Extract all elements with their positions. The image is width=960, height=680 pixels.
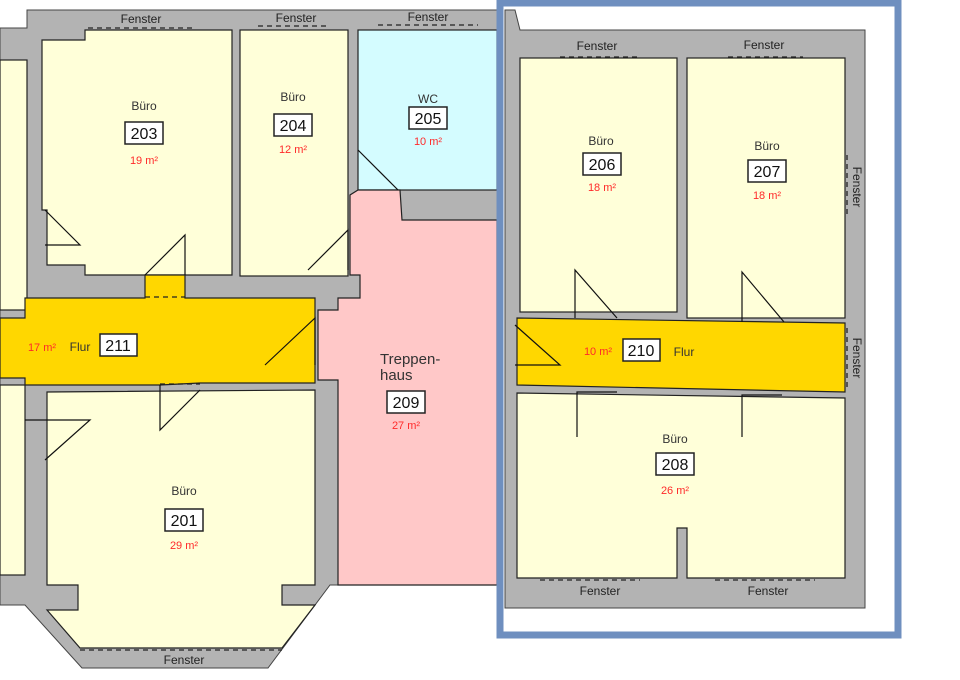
room-number-box bbox=[655, 452, 695, 476]
window-label: Fenster bbox=[408, 10, 449, 24]
label-207: Büro 207 18 m² bbox=[747, 139, 787, 202]
room-204[interactable] bbox=[239, 29, 349, 277]
room-type: Büro bbox=[171, 484, 197, 498]
room-area: 10 m² bbox=[414, 136, 442, 148]
room-type: haus bbox=[380, 367, 413, 384]
room-number-box bbox=[99, 333, 138, 357]
room-area: 27 m² bbox=[392, 420, 420, 432]
label-208: Büro 208 26 m² bbox=[655, 432, 695, 497]
room-number-box bbox=[408, 106, 448, 130]
label-210: 10 m² 210 Flur bbox=[584, 338, 695, 362]
room-area: 19 m² bbox=[130, 155, 158, 167]
room-number: 206 bbox=[589, 157, 616, 174]
room-number-box bbox=[124, 121, 164, 145]
room-type: Büro bbox=[588, 134, 614, 148]
room-area: 29 m² bbox=[170, 540, 198, 552]
room-type: Büro bbox=[662, 432, 688, 446]
room-number: 208 bbox=[662, 457, 689, 474]
room-number-box bbox=[164, 508, 204, 532]
label-204: Büro 204 12 m² bbox=[273, 90, 313, 156]
room-number: 209 bbox=[393, 395, 420, 412]
room-type: Büro bbox=[131, 99, 157, 113]
room-area: 12 m² bbox=[279, 144, 307, 156]
room-number-box bbox=[622, 338, 661, 362]
window-label: Fenster bbox=[121, 12, 162, 26]
room-number-box bbox=[386, 390, 426, 414]
selection-highlight-frame bbox=[496, 0, 902, 639]
room-number: 211 bbox=[105, 338, 131, 355]
room-210[interactable] bbox=[516, 317, 846, 393]
room-number-box bbox=[273, 113, 313, 137]
room-number: 204 bbox=[280, 118, 307, 135]
room-number: 210 bbox=[628, 343, 655, 360]
window-label: Fenster bbox=[744, 38, 785, 52]
window-label: Fenster bbox=[164, 653, 205, 667]
room-type: Flur bbox=[674, 345, 695, 359]
room-area: 17 m² bbox=[28, 342, 56, 354]
door-swings bbox=[25, 149, 785, 461]
label-205: WC 205 10 m² bbox=[408, 92, 448, 148]
room-type: WC bbox=[418, 92, 438, 106]
window-label: Fenster bbox=[748, 584, 789, 598]
room-211[interactable] bbox=[0, 274, 316, 386]
room-number: 207 bbox=[754, 164, 781, 181]
room-type: Büro bbox=[754, 139, 780, 153]
room-number-box bbox=[747, 159, 787, 183]
window-label: Fenster bbox=[580, 584, 621, 598]
room-left-partial-bottom bbox=[0, 384, 26, 576]
room-206[interactable] bbox=[519, 57, 678, 313]
label-203: Büro 203 19 m² bbox=[124, 99, 164, 167]
room-number: 201 bbox=[171, 513, 198, 530]
window-label: Fenster bbox=[276, 11, 317, 25]
room-area: 26 m² bbox=[661, 485, 689, 497]
room-number: 203 bbox=[131, 126, 158, 143]
label-209: Treppen- haus 209 27 m² bbox=[380, 351, 440, 432]
room-208[interactable] bbox=[516, 392, 846, 579]
window-label: Fenster bbox=[850, 338, 864, 379]
room-type: Treppen- bbox=[380, 351, 440, 368]
window-marks bbox=[80, 24, 848, 651]
label-201: Büro 201 29 m² bbox=[164, 484, 204, 552]
window-label: Fenster bbox=[850, 167, 864, 208]
room-left-partial-top bbox=[0, 59, 28, 311]
label-211: 17 m² Flur 211 bbox=[28, 333, 138, 357]
room-number-box bbox=[582, 152, 622, 176]
room-type: Flur bbox=[70, 340, 91, 354]
room-area: 18 m² bbox=[588, 182, 616, 194]
room-207[interactable] bbox=[686, 57, 846, 319]
window-label: Fenster bbox=[577, 39, 618, 53]
room-number: 205 bbox=[415, 111, 442, 128]
label-206: Büro 206 18 m² bbox=[582, 134, 622, 194]
room-area: 18 m² bbox=[753, 190, 781, 202]
room-area: 10 m² bbox=[584, 346, 612, 358]
room-203[interactable] bbox=[41, 29, 233, 276]
room-209[interactable] bbox=[317, 189, 498, 586]
room-type: Büro bbox=[280, 90, 306, 104]
